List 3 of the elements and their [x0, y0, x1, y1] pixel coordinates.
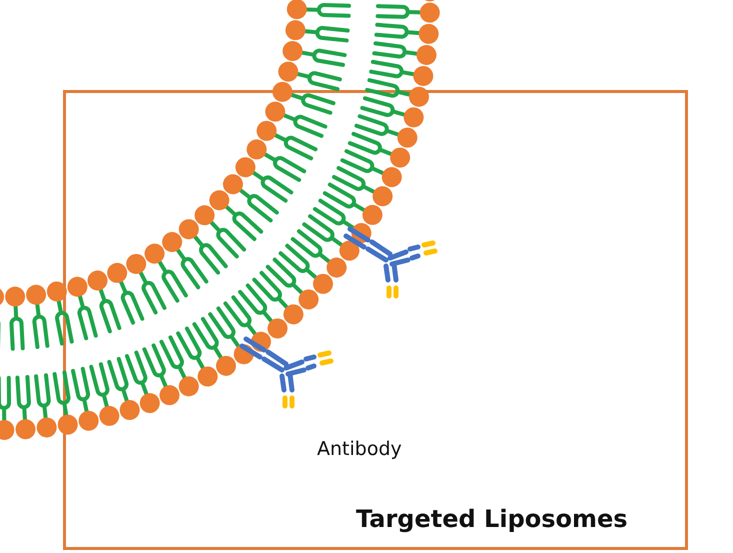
antibody-label: Antibody [317, 438, 402, 460]
frame-box [63, 90, 688, 550]
title-text: Targeted Liposomes [356, 505, 628, 533]
